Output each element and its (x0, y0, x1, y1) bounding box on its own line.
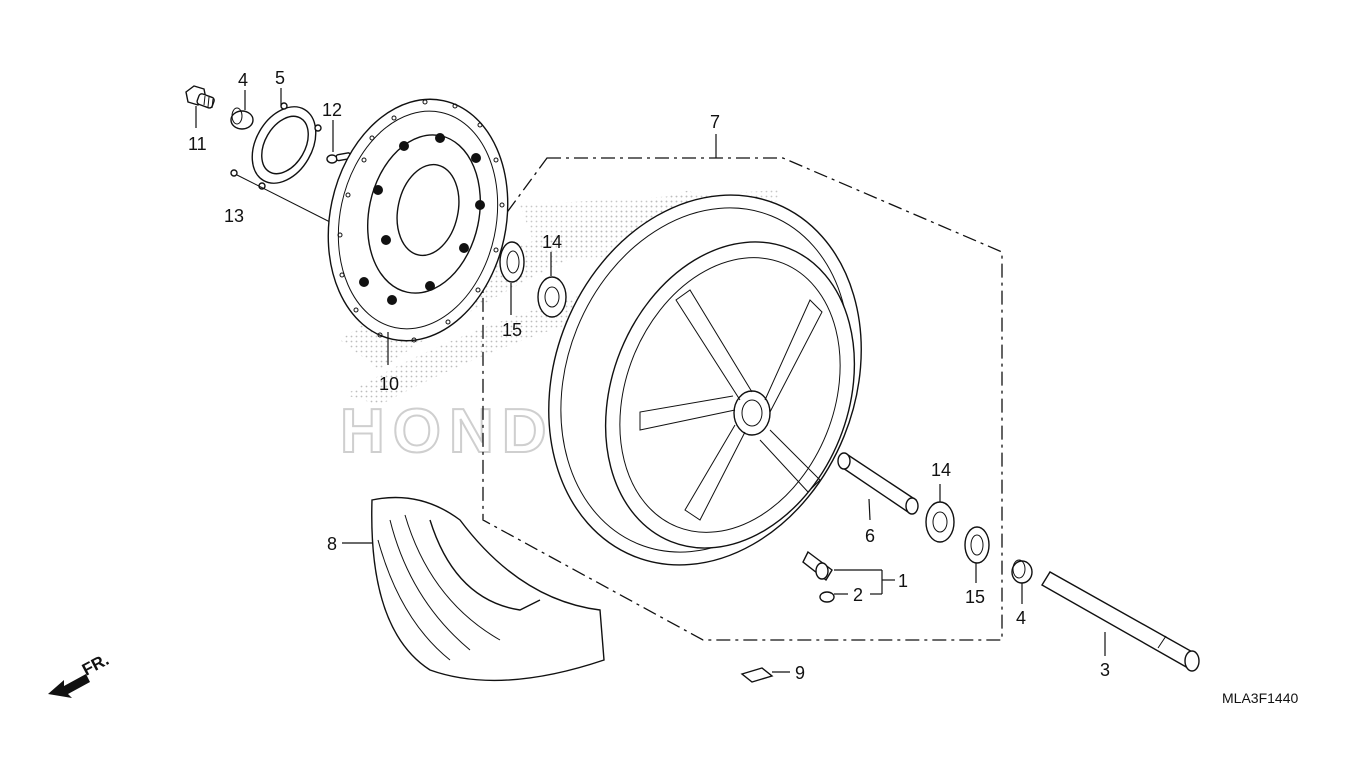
leader-13 (236, 174, 331, 223)
callout-13: 13 (224, 206, 244, 226)
bearing-14-upper-part (537, 276, 567, 318)
balance-weight-9-part (740, 667, 774, 683)
wheel-7-part (548, 194, 862, 566)
callout-4-upper: 4 (238, 70, 248, 90)
o-ring-2-part (819, 591, 835, 603)
callout-15-upper: 15 (502, 320, 522, 340)
callout-5: 5 (275, 68, 285, 88)
leader-lines (195, 88, 1106, 673)
axle-3-part (1041, 571, 1200, 672)
collar-6-part (837, 452, 919, 515)
callout-1: 1 (898, 571, 908, 591)
bearing-14-lower-part (925, 501, 955, 543)
oil-seal-15-lower-part (964, 526, 990, 564)
brake-disc-10-part (327, 98, 509, 343)
tire-8-part (371, 496, 605, 682)
air-valve-1-part (802, 550, 833, 582)
callout-3: 3 (1100, 660, 1110, 680)
screw-13-part (230, 169, 238, 177)
callout-8: 8 (327, 534, 337, 554)
bolt-11-part (185, 85, 215, 109)
callout-14-upper: 14 (542, 232, 562, 252)
callout-labels: 11 4 5 12 13 10 14 15 7 8 6 14 15 1 2 4 … (188, 68, 1110, 683)
callout-15-lower: 15 (965, 587, 985, 607)
callout-2: 2 (853, 585, 863, 605)
diagram-code: MLA3F1440 (1222, 690, 1298, 706)
callout-9: 9 (795, 663, 805, 683)
oil-seal-15-upper-part (499, 241, 525, 283)
front-direction-arrow-icon (48, 674, 90, 698)
callout-10: 10 (379, 374, 399, 394)
callout-14-lower: 14 (931, 460, 951, 480)
callout-4-lower: 4 (1016, 608, 1026, 628)
front-label: FR. (79, 650, 112, 680)
callout-11: 11 (188, 134, 207, 154)
callout-12: 12 (322, 100, 342, 120)
collar-4-upper-part (230, 107, 254, 130)
callout-7: 7 (710, 112, 720, 132)
collar-4-lower-part (1011, 559, 1033, 584)
ring-5-part (251, 102, 322, 190)
callout-6: 6 (865, 526, 875, 546)
